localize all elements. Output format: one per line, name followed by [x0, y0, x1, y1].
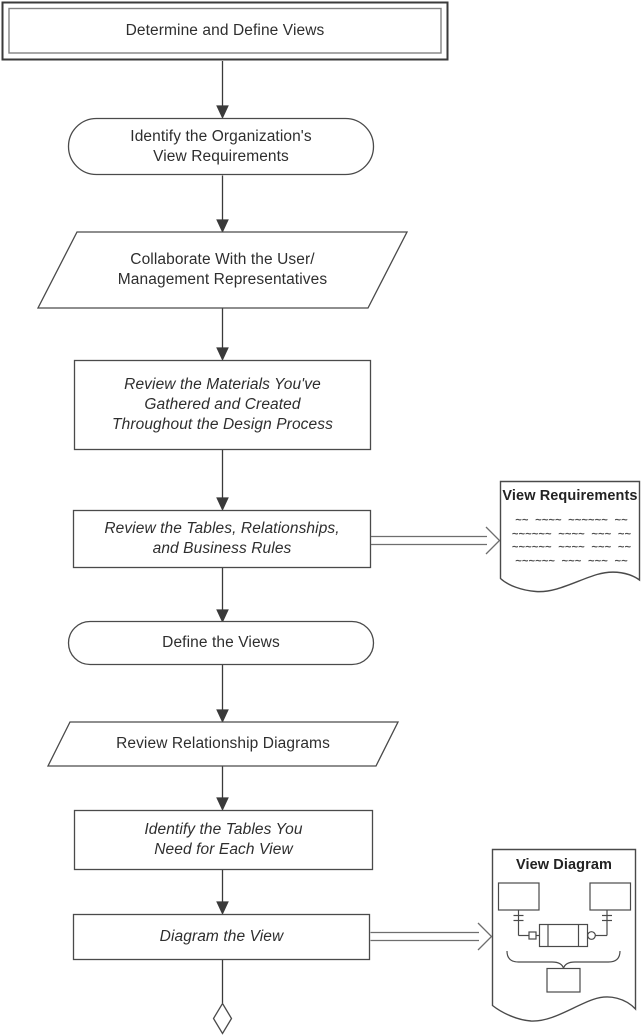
er-linking-table — [538, 923, 589, 948]
process-review-materials-label: Review the Materials You've Gathered and… — [112, 376, 333, 433]
er-table-right — [589, 882, 632, 911]
process-identify-tables-label: Identify the Tables You Need for Each Vi… — [144, 821, 303, 858]
document-output-arrow-requirements — [371, 526, 501, 555]
flow-arrow — [216, 568, 229, 624]
document-text-squiggle-line: ~~~~~~ ~~~ ~~~ ~~ — [515, 554, 628, 567]
document-view-requirements-outline — [499, 480, 641, 593]
process-diagram-view — [72, 913, 371, 961]
document-output-arrow-diagram — [370, 922, 493, 951]
parallelogram-review-relationship-diagrams-label: Review Relationship Diagrams — [116, 735, 330, 752]
terminator-define-views-label: Define the Views — [162, 634, 280, 651]
document-view-diagram-title: View Diagram — [515, 857, 613, 873]
process-review-materials — [73, 359, 372, 451]
flow-arrow — [216, 308, 229, 362]
process-identify-tables — [73, 809, 374, 871]
parallelogram-collaborate — [36, 231, 409, 309]
er-connector-left — [513, 910, 540, 940]
document-view-requirements-title: View Requirements — [502, 488, 638, 504]
process-review-tables — [72, 509, 372, 569]
parallelogram-collaborate-label: Collaborate With the User/ Management Re… — [117, 251, 328, 288]
terminator-identify-view-requirements-label: Identify the Organization's View Require… — [130, 127, 312, 165]
mini-er-diagram — [497, 882, 632, 993]
flow-arrow — [216, 766, 229, 812]
document-text-squiggle-line: ~~~~~~ ~~~~ ~~~ ~~ — [511, 540, 632, 553]
start-node-outer-outline — [1, 1, 449, 61]
off-page-connector-diamond — [212, 1002, 233, 1035]
flow-arrow — [216, 175, 229, 234]
start-node-label: Determine and Define Views — [125, 22, 325, 39]
flow-arrow — [216, 450, 229, 512]
er-view-box — [546, 967, 581, 993]
flow-arrows — [216, 61, 229, 1003]
terminator-define-views — [67, 620, 375, 666]
document-text-squiggle-line: ~~ ~~~~ ~~~~~~ ~~ — [515, 513, 628, 526]
process-diagram-view-label: Diagram the View — [159, 928, 284, 945]
flow-arrow — [216, 870, 229, 916]
parallelogram-review-relationship-diagrams — [46, 721, 400, 767]
process-review-tables-label: Review the Tables, Relationships, and Bu… — [104, 520, 340, 557]
document-view-diagram-outline — [491, 848, 637, 1022]
flow-arrow — [216, 665, 229, 724]
document-text-squiggle-line: ~~~~~~ ~~~~ ~~~ ~~ — [511, 527, 632, 540]
start-node-inner-outline — [8, 7, 442, 54]
flow-arrow — [216, 61, 229, 120]
terminator-identify-view-requirements — [67, 117, 375, 176]
